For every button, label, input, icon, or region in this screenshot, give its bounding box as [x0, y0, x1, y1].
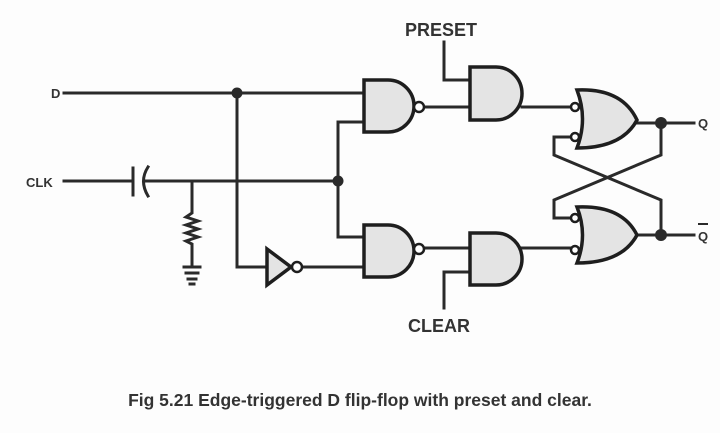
nand-gate-1 — [362, 78, 426, 134]
label-clk: CLK — [26, 175, 53, 190]
feedback-wire-2 — [552, 121, 663, 220]
junction-clk — [332, 175, 344, 187]
junction-q — [655, 117, 667, 129]
junction-d — [231, 87, 243, 99]
inverter-gate — [265, 245, 304, 289]
label-preset: PRESET — [405, 20, 477, 40]
or-gate-q — [569, 88, 639, 150]
capacitor-icon — [131, 164, 151, 199]
or-gate-qbar — [569, 205, 639, 265]
label-d: D — [51, 86, 60, 101]
preset-wire — [442, 40, 472, 82]
feedback-wire-1 — [552, 135, 663, 237]
ground-icon — [182, 265, 202, 286]
and-gate-clear — [468, 231, 524, 287]
clear-wire — [442, 270, 472, 310]
junction-qbar — [655, 229, 667, 241]
label-q-bar: Q — [698, 229, 708, 244]
label-q: Q — [698, 116, 708, 131]
resistor-wire — [181, 179, 203, 267]
figure-caption: Fig 5.21 Edge-triggered D flip-flop with… — [128, 390, 592, 410]
nand-gate-2 — [362, 223, 426, 279]
label-clear: CLEAR — [408, 316, 470, 336]
and-gate-preset — [468, 65, 524, 122]
d-branch-wire — [235, 91, 269, 269]
